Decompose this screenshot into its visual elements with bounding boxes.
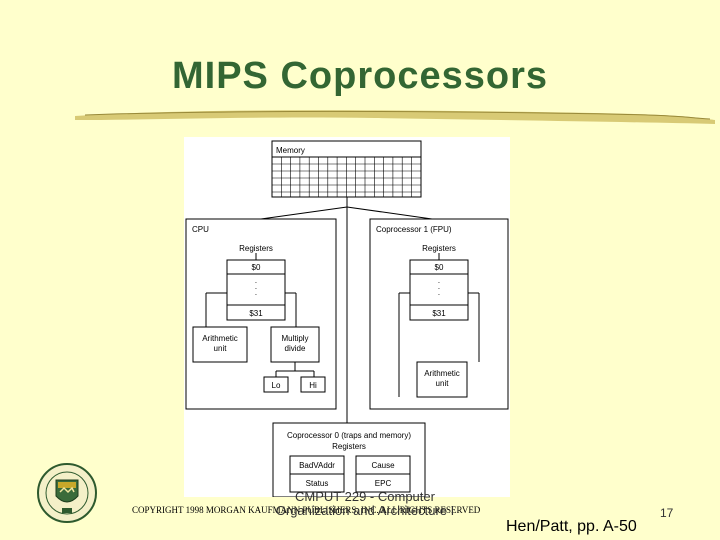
course-title: CMPUT 229 - Computer Organization and Ar…	[275, 489, 455, 518]
university-crest-icon	[37, 463, 97, 523]
svg-text:·: ·	[438, 290, 441, 299]
title-underline	[75, 110, 715, 124]
lo-label: Lo	[272, 381, 281, 390]
cpu-box	[185, 218, 337, 410]
fpu-reg-0: $0	[435, 263, 444, 272]
cpu-arith-line1: Arithmetic	[202, 334, 238, 343]
mul-line1: Multiply	[281, 334, 308, 343]
page-number: 17	[660, 506, 674, 520]
slide-title: MIPS Coprocessors	[172, 55, 548, 97]
badvaddr-label: BadVAddr	[299, 461, 335, 470]
cop0-title: Coprocessor 0 (traps and memory)	[287, 431, 411, 440]
cpu-reg-ellipsis: ·	[255, 278, 258, 287]
fpu-reg-ellipsis: ·	[438, 278, 441, 287]
citation: Hen/Patt, pp. A-50	[506, 518, 637, 535]
memory-label: Memory	[276, 146, 305, 155]
cpu-arith-line2: unit	[214, 344, 228, 353]
cpu-reg-31: $31	[249, 309, 263, 318]
cpu-reg-0: $0	[252, 263, 261, 272]
fpu-box	[369, 218, 509, 410]
fpu-label: Coprocessor 1 (FPU)	[376, 225, 452, 234]
epc-label: EPC	[375, 479, 392, 488]
fpu-reg-31: $31	[432, 309, 446, 318]
coprocessor-diagram: Memory CPU Coprocessor 1 (FPU) Registers…	[184, 137, 510, 498]
fpu-arith-line2: unit	[436, 379, 450, 388]
cop0-registers-label: Registers	[332, 442, 366, 451]
svg-text:·: ·	[438, 284, 441, 293]
fpu-registers-label: Registers	[422, 244, 456, 253]
fpu-arith-line1: Arithmetic	[424, 369, 460, 378]
mul-line2: divide	[285, 344, 306, 353]
svg-text:·: ·	[255, 284, 258, 293]
memory-block	[271, 140, 422, 198]
diagram-svg: Memory CPU Coprocessor 1 (FPU) Registers…	[185, 140, 509, 498]
cpu-registers-label: Registers	[239, 244, 273, 253]
cpu-label: CPU	[192, 225, 209, 234]
svg-text:·: ·	[255, 290, 258, 299]
hi-label: Hi	[309, 381, 317, 390]
status-label: Status	[306, 479, 329, 488]
copyright-notice: COPYRIGHT 1998 MORGAN KAUFMANN PUBLISHER…	[132, 505, 481, 515]
cause-label: Cause	[371, 461, 395, 470]
